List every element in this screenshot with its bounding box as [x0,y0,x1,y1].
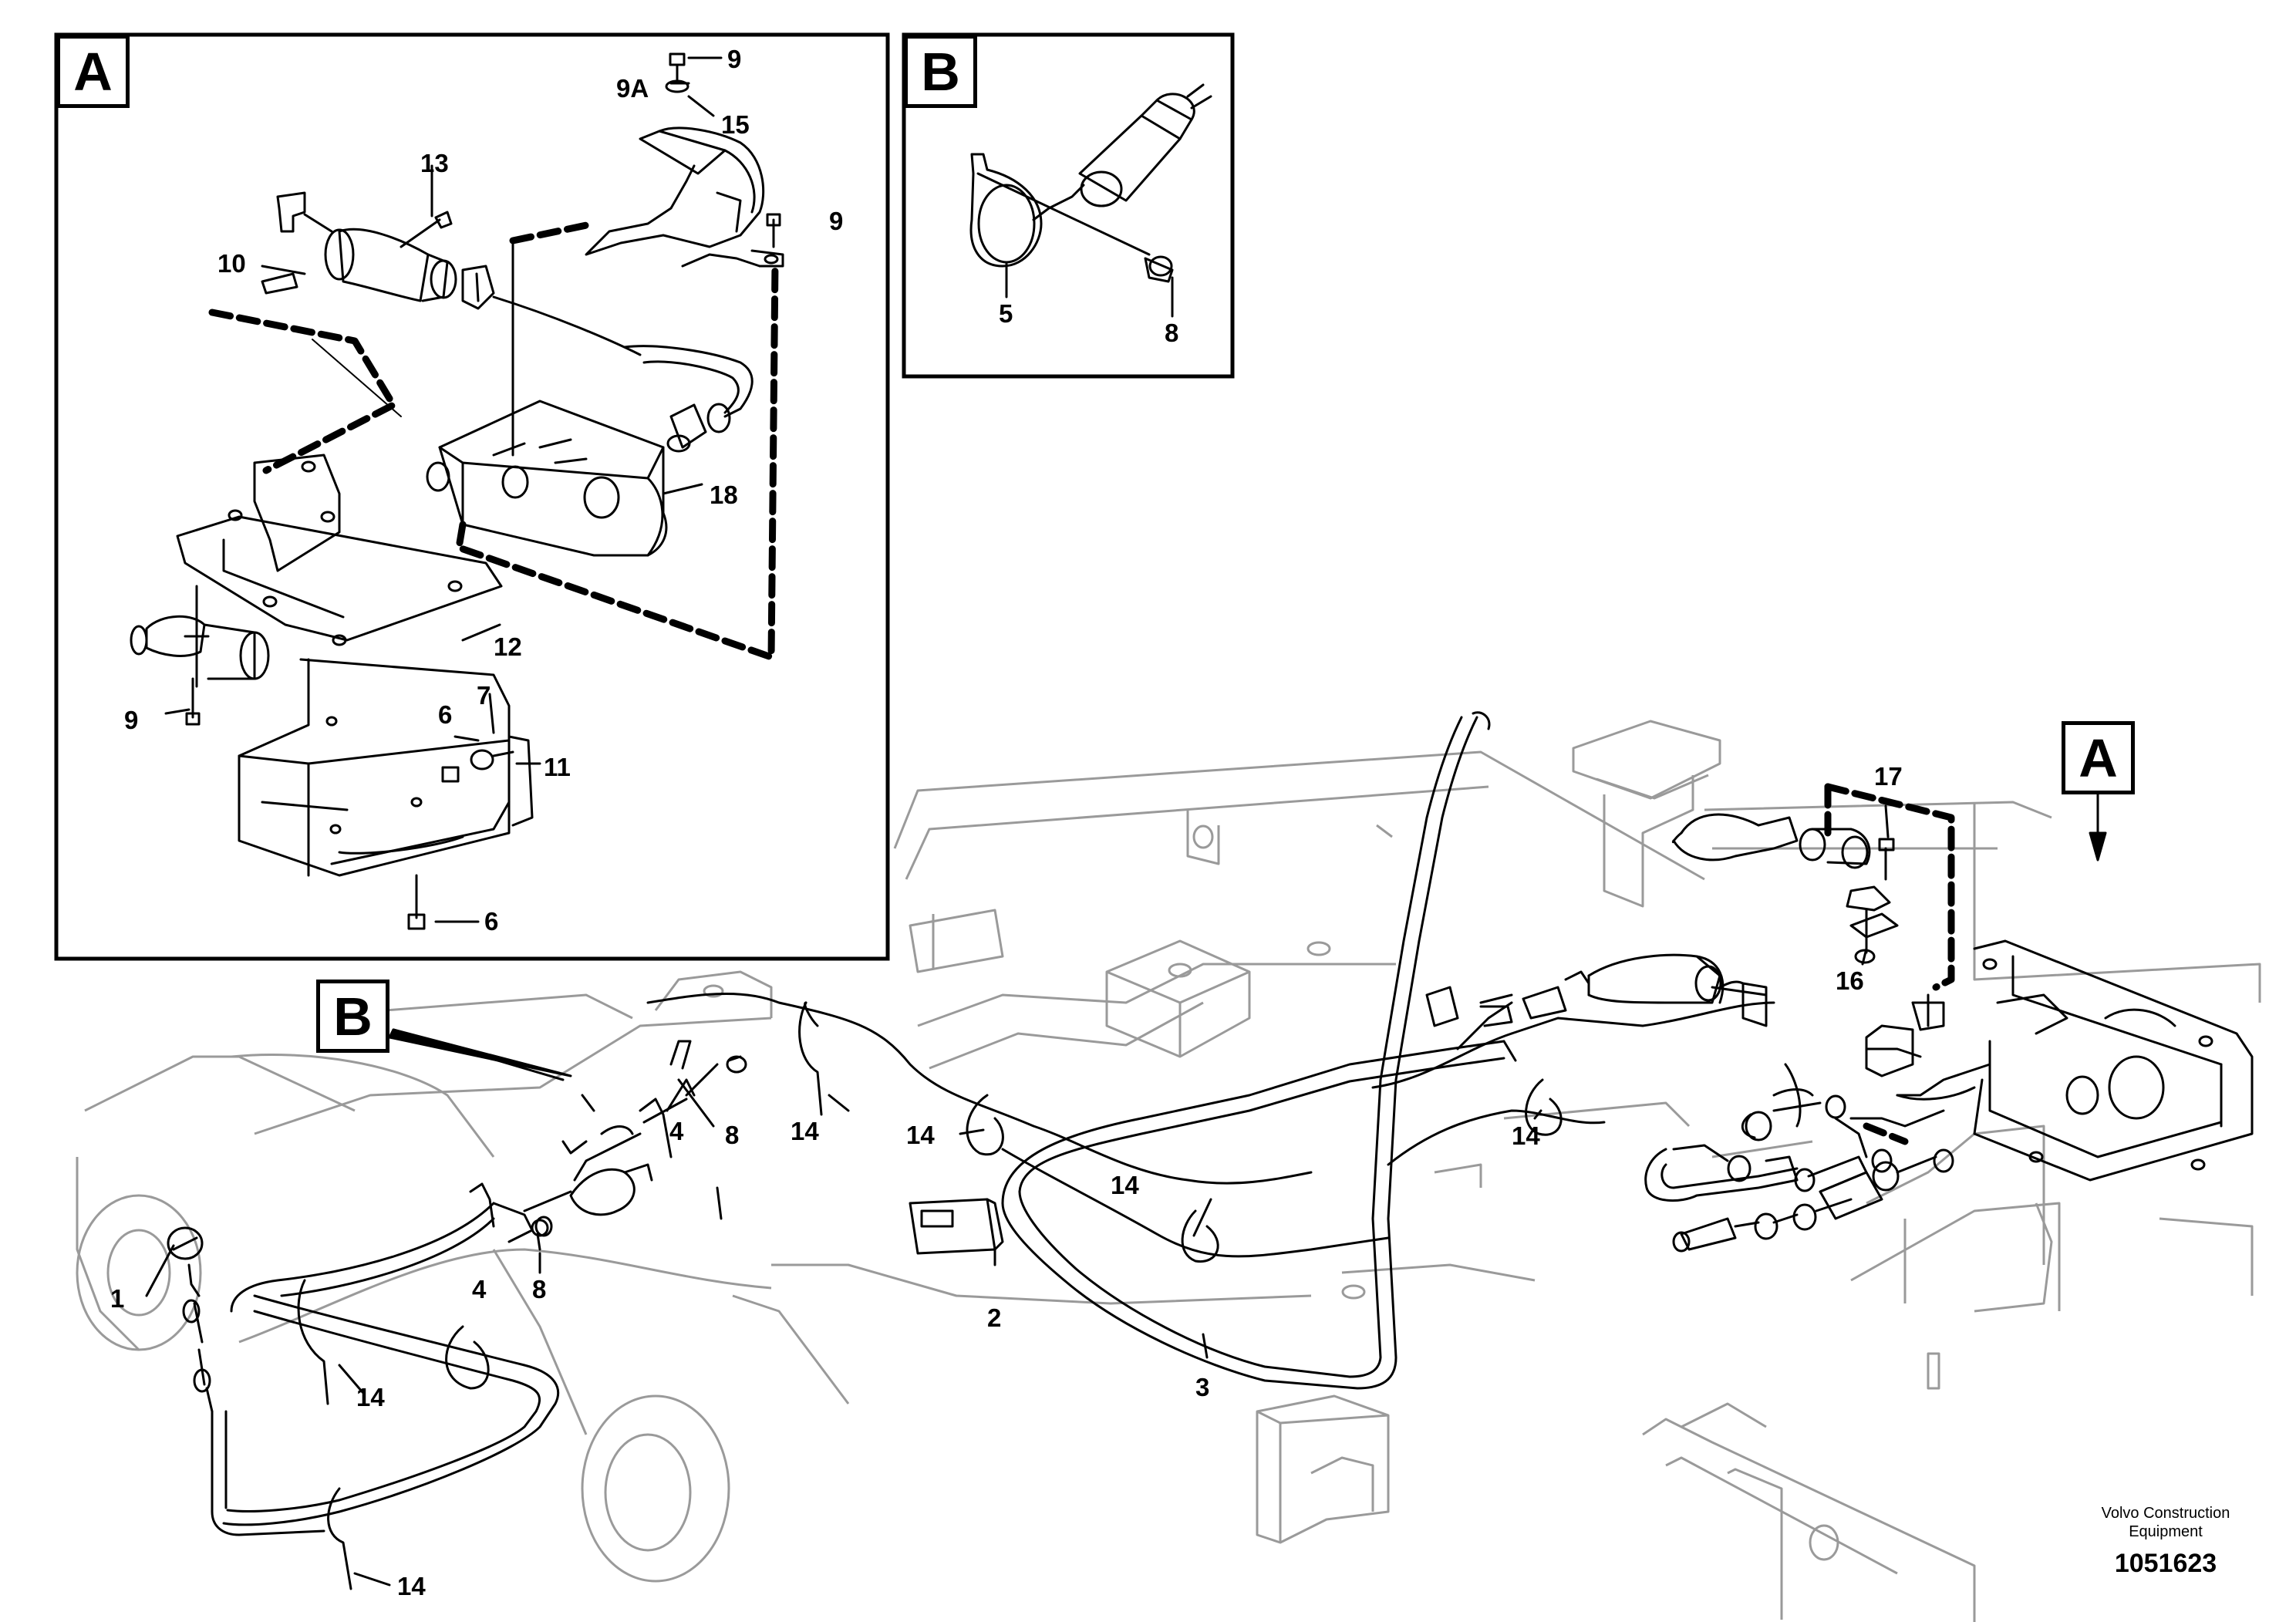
callout-4: 4 [669,1117,684,1145]
callout-8: 8 [532,1275,547,1303]
company-caption-line-1: Volvo Construction [2101,1505,2230,1522]
callout-16: 16 [1836,966,1864,995]
callout-8: 8 [725,1121,740,1149]
callout-5: 5 [999,299,1013,328]
callout-14: 14 [791,1117,819,1145]
view-b-frame [902,32,1235,379]
chassis-frame [76,720,2261,1622]
callout-14: 14 [1111,1171,1139,1199]
callout-9: 9 [829,207,844,235]
callout-4: 4 [472,1275,487,1303]
view-a-frame [54,32,890,961]
callout-3: 3 [1195,1373,1210,1401]
callout-1: 1 [110,1284,125,1313]
company-caption: Volvo Construction Equipment [2073,1504,2258,1541]
view-a-locator-tag: A [2062,721,2135,794]
callout-18: 18 [710,481,738,509]
callout-14: 14 [397,1572,426,1600]
callout-9: 9 [124,706,139,734]
view-b-assembly [969,83,1212,318]
callout-2: 2 [987,1303,1002,1332]
callout-8: 8 [1165,319,1179,347]
view-a-assembly [130,52,784,930]
main-assembly [145,711,2254,1590]
callout-6: 6 [438,700,453,729]
callout-15: 15 [721,110,750,139]
figure-number: 1051623 [2114,1549,2217,1578]
callout-10: 10 [217,249,246,278]
callout-17: 17 [1874,762,1903,791]
callout-6: 6 [484,907,499,936]
company-caption-line-2: Equipment [2129,1523,2203,1540]
callout-14: 14 [906,1121,935,1149]
view-b-locator-tag: B [316,980,389,1053]
callout-13: 13 [420,149,449,177]
callout-9: 9 [727,45,742,73]
callout-12: 12 [494,632,522,661]
callout-14: 14 [1512,1121,1540,1150]
callout-7: 7 [477,681,491,710]
callout-9a: 9A [616,74,649,103]
view-b-tag: B [904,35,977,108]
callout-14: 14 [356,1383,385,1411]
callout-11: 11 [544,753,571,781]
view-a-tag: A [56,35,130,108]
